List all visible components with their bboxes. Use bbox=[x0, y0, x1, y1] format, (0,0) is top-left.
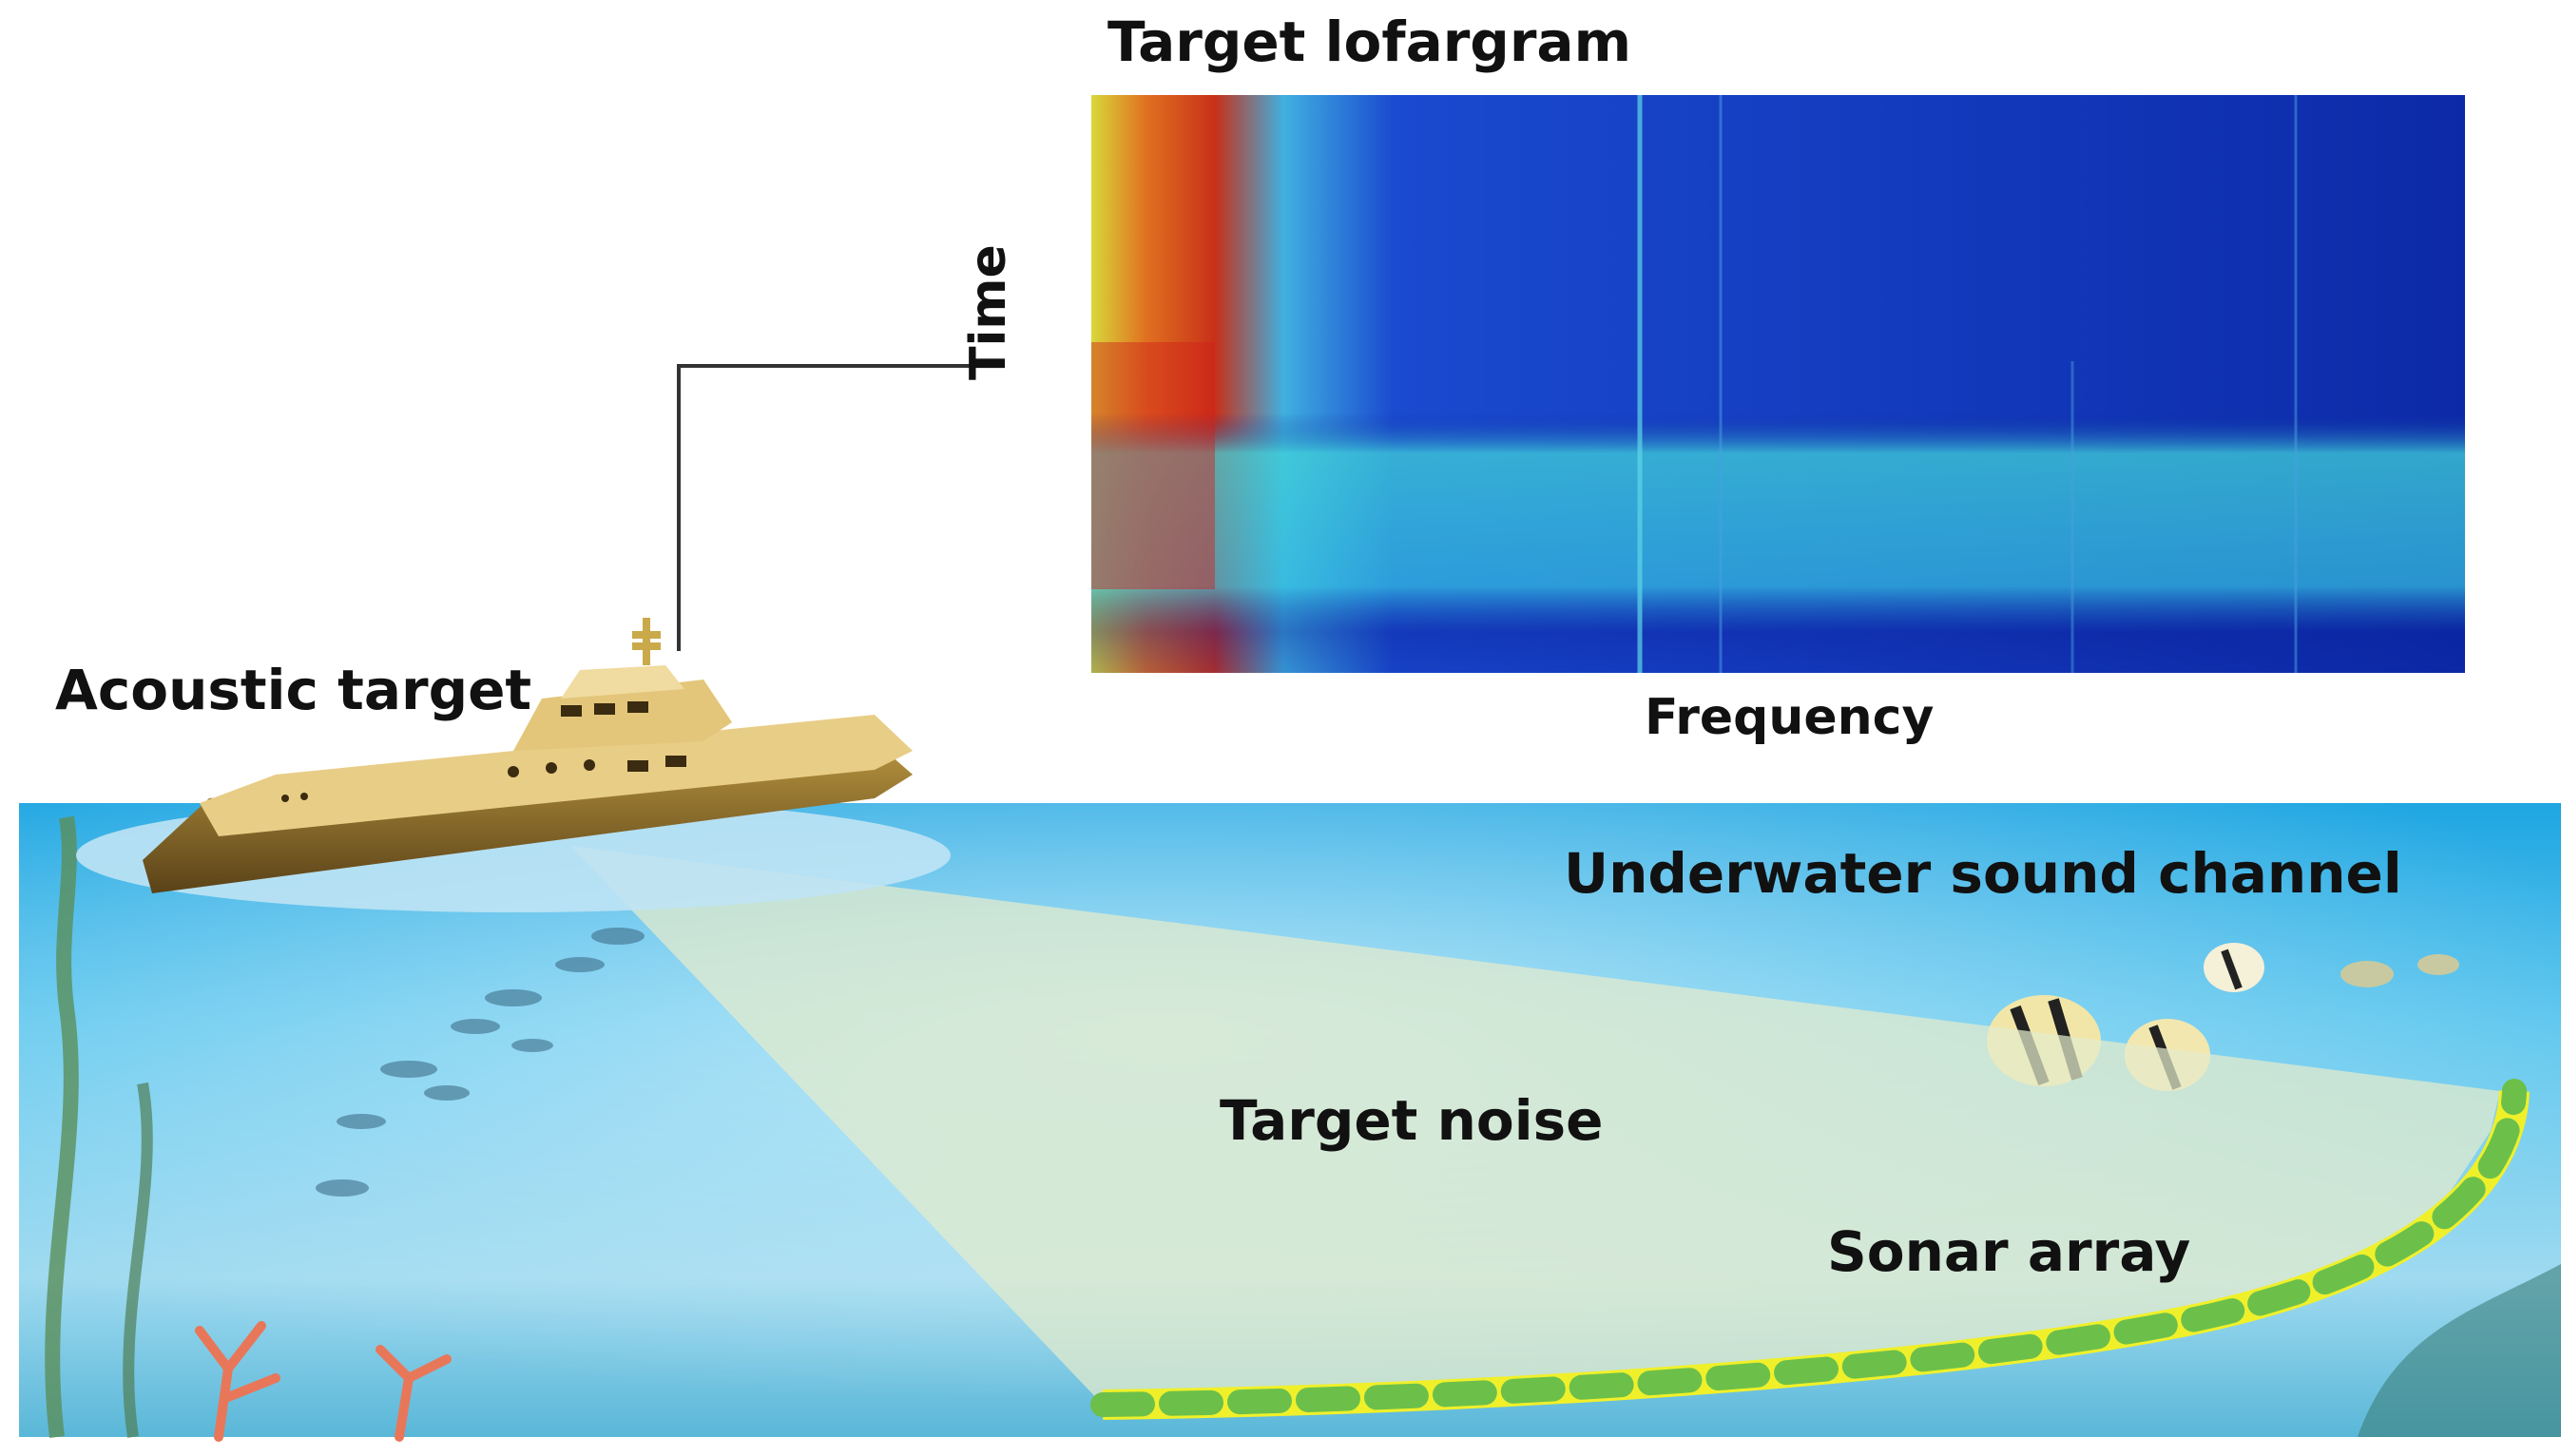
target-noise-label: Target noise bbox=[1220, 1088, 1604, 1153]
frequency-axis-label: Frequency bbox=[1645, 689, 1935, 746]
sonar-array bbox=[1090, 1079, 2530, 1420]
time-axis-label: Time bbox=[960, 244, 1017, 380]
lofargram-hotspot bbox=[1091, 342, 1215, 589]
seabed-right bbox=[2358, 1264, 2561, 1437]
sonar-array-label: Sonar array bbox=[1827, 1219, 2191, 1284]
fish-school-icon bbox=[316, 928, 645, 1197]
coral-icon bbox=[195, 1321, 452, 1442]
lofargram-band bbox=[1091, 95, 2465, 673]
seaweed-left-2 bbox=[123, 1082, 153, 1438]
ship-icon bbox=[76, 618, 951, 912]
ship-mast bbox=[632, 618, 661, 665]
lofargram-image bbox=[1091, 95, 2465, 673]
ship-windows bbox=[281, 701, 686, 802]
ship-deck bbox=[200, 715, 913, 836]
sound-channel-label: Underwater sound channel bbox=[1564, 841, 2402, 906]
sonar-array-elements bbox=[1090, 1079, 2527, 1417]
seaweed-left bbox=[45, 815, 79, 1438]
lofargram-title: Target lofargram bbox=[1107, 10, 1631, 74]
ship-bridge bbox=[561, 665, 684, 699]
acoustic-target-label: Acoustic target bbox=[55, 658, 532, 722]
connector-line bbox=[677, 364, 977, 651]
target-noise-beam bbox=[570, 846, 2500, 1405]
